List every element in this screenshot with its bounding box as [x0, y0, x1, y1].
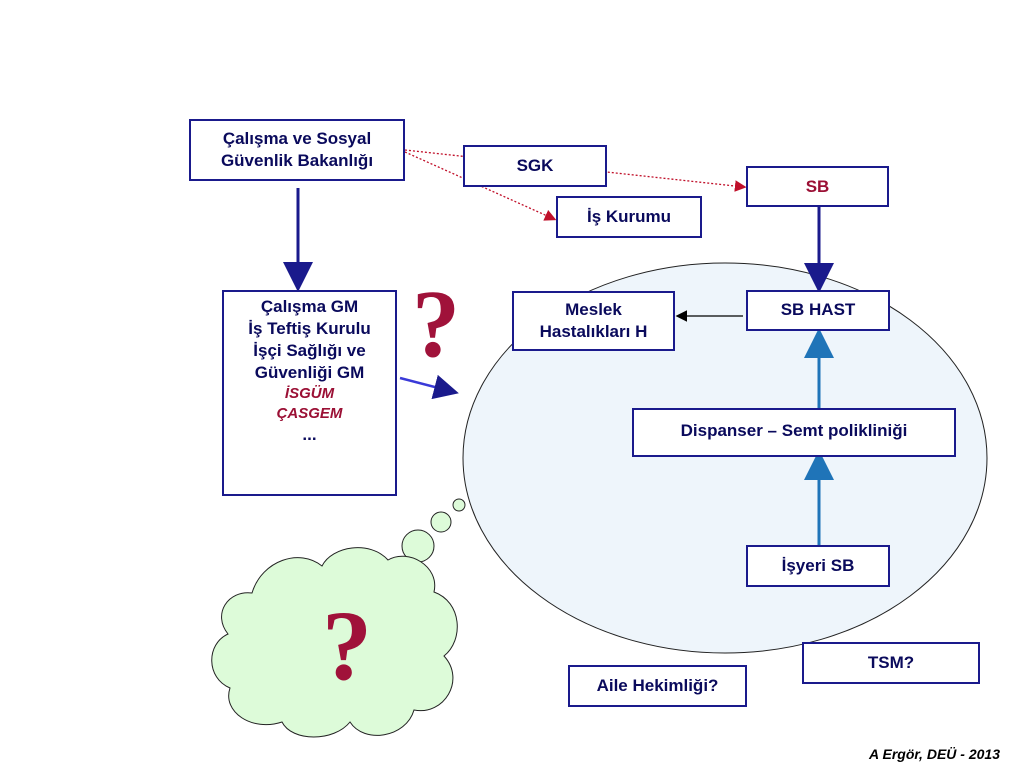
ministry-box: Çalışma ve Sosyal Güvenlik Bakanlığı: [189, 119, 405, 181]
thought-cloud: [211, 547, 458, 738]
tsm-label: TSM?: [867, 653, 915, 672]
calisma-gm-ellipsis: ...: [302, 425, 317, 444]
question-mark-cloud: ?: [322, 590, 372, 701]
arrow-calisma-gm-to-ellipse: [399, 374, 459, 400]
isyeri-sb-box: İşyeri SB: [746, 545, 890, 587]
calisma-gm-line-3: İşçi Sağlığı ve: [253, 341, 366, 360]
thought-bubble-medium: [430, 511, 452, 533]
aile-hekimligi-box: Aile Hekimliği?: [568, 665, 747, 707]
is-kurumu-box: İş Kurumu: [556, 196, 702, 238]
calisma-gm-line-1: Çalışma GM: [260, 297, 359, 316]
dispanser-box: Dispanser – Semt polikliniği: [632, 408, 956, 457]
sb-box: SB: [746, 166, 889, 207]
ministry-line-1: Çalışma ve Sosyal: [222, 129, 372, 148]
dotted-arrow-ministry-to-sb: [404, 149, 747, 192]
sgk-box: SGK: [463, 145, 607, 187]
casgem-label: ÇASGEM: [276, 405, 343, 422]
thought-bubble-small: [452, 498, 466, 512]
is-kurumu-label: İş Kurumu: [586, 207, 672, 226]
meslek-line-1: Meslek: [565, 300, 622, 319]
calisma-gm-line-2: İş Teftiş Kurulu: [248, 319, 371, 338]
ministry-line-2: Güvenlik Bakanlığı: [220, 151, 374, 170]
question-mark-top: ?: [412, 270, 460, 377]
calisma-gm-box: Çalışma GM İş Teftiş Kurulu İşçi Sağlığı…: [222, 290, 397, 496]
isyeri-sb-label: İşyeri SB: [781, 556, 855, 575]
aile-hekimligi-label: Aile Hekimliği?: [596, 676, 719, 695]
sgk-label: SGK: [516, 156, 554, 175]
author-credit: A Ergör, DEÜ - 2013: [869, 746, 1000, 762]
meslek-line-2: Hastalıkları H: [539, 322, 648, 341]
calisma-gm-line-4: Güvenliği GM: [254, 363, 365, 382]
tsm-box: TSM?: [802, 642, 980, 684]
sb-label: SB: [805, 177, 830, 196]
dispanser-label: Dispanser – Semt polikliniği: [680, 421, 908, 440]
isgum-label: İSGÜM: [284, 385, 335, 402]
sb-hast-box: SB HAST: [746, 290, 890, 331]
meslek-hastaliklari-box: Meslek Hastalıkları H: [512, 291, 675, 351]
sb-hast-label: SB HAST: [780, 300, 856, 319]
